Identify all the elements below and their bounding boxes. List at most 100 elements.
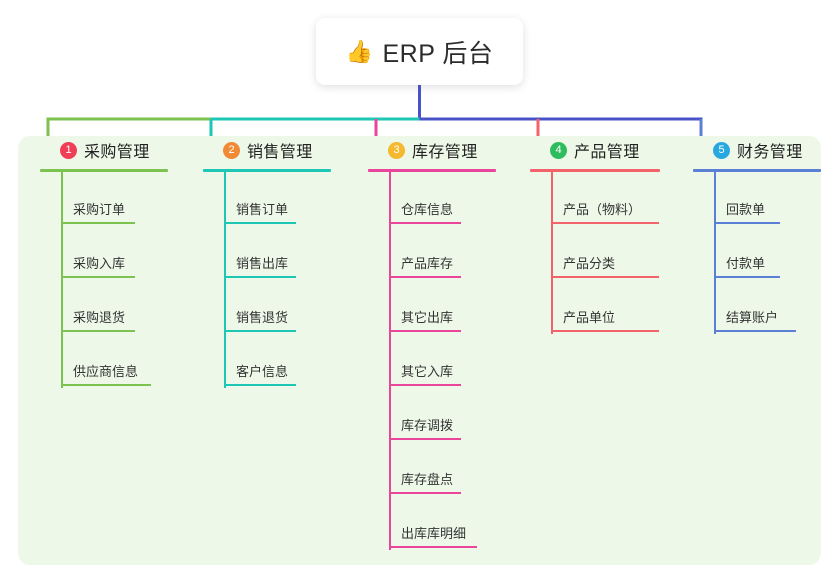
list-item-label: 销售出库 — [236, 256, 289, 271]
list-item-label: 销售退货 — [236, 310, 289, 325]
list-item-rule — [714, 276, 780, 278]
column-spine-1 — [61, 172, 63, 388]
list-item-rule — [551, 330, 659, 332]
column-rule-3 — [368, 169, 496, 172]
list-item-label: 采购订单 — [73, 202, 126, 217]
column-1: 1 采购管理采购订单采购入库采购退货供应商信息 — [40, 136, 168, 388]
list-item[interactable]: 库存调拨 — [368, 388, 496, 442]
list-item[interactable]: 产品分类 — [530, 226, 660, 280]
column-title-1: 采购管理 — [84, 144, 150, 161]
list-item-rule — [389, 438, 461, 440]
column-badge-1: 1 — [60, 141, 77, 159]
column-items-2: 销售订单销售出库销售退货客户信息 — [203, 172, 331, 388]
list-item-rule — [389, 222, 461, 224]
list-item-label: 仓库信息 — [401, 202, 454, 217]
list-item[interactable]: 销售出库 — [203, 226, 331, 280]
list-item[interactable]: 仓库信息 — [368, 172, 496, 226]
list-item-rule — [224, 330, 296, 332]
column-3: 3 库存管理仓库信息产品库存其它出库其它入库库存调拨库存盘点出库库明细 — [368, 136, 496, 550]
column-items-3: 仓库信息产品库存其它出库其它入库库存调拨库存盘点出库库明细 — [368, 172, 496, 550]
column-items-5: 回款单付款单结算账户 — [693, 172, 821, 334]
column-header-1[interactable]: 1 采购管理 — [40, 136, 168, 164]
list-item-label: 库存盘点 — [401, 472, 454, 487]
list-item[interactable]: 采购订单 — [40, 172, 168, 226]
column-header-5[interactable]: 5 财务管理 — [693, 136, 821, 164]
list-item[interactable]: 供应商信息 — [40, 334, 168, 388]
list-item[interactable]: 其它入库 — [368, 334, 496, 388]
list-item[interactable]: 采购入库 — [40, 226, 168, 280]
list-item-label: 销售订单 — [236, 202, 289, 217]
list-item-label: 结算账户 — [726, 310, 779, 325]
column-badge-3: 3 — [388, 141, 405, 159]
list-item-rule — [61, 222, 135, 224]
list-item-label: 采购退货 — [73, 310, 126, 325]
column-2: 2 销售管理销售订单销售出库销售退货客户信息 — [203, 136, 331, 388]
column-title-2: 销售管理 — [247, 144, 313, 161]
list-item-label: 产品库存 — [401, 256, 454, 271]
column-badge-4: 4 — [550, 141, 567, 159]
list-item-rule — [389, 330, 461, 332]
list-item[interactable]: 采购退货 — [40, 280, 168, 334]
column-badge-2: 2 — [223, 141, 240, 159]
list-item[interactable]: 库存盘点 — [368, 442, 496, 496]
thumbs-up-icon: 👍 — [345, 38, 374, 64]
column-spine-5 — [714, 172, 716, 334]
list-item-rule — [61, 330, 135, 332]
column-spine-3 — [389, 172, 391, 550]
column-title-4: 产品管理 — [574, 144, 640, 161]
list-item-rule — [224, 384, 296, 386]
list-item-label: 其它入库 — [401, 364, 454, 379]
list-item-label: 其它出库 — [401, 310, 454, 325]
column-badge-5: 5 — [713, 141, 730, 159]
column-items-1: 采购订单采购入库采购退货供应商信息 — [40, 172, 168, 388]
column-header-4[interactable]: 4 产品管理 — [530, 136, 660, 164]
list-item-rule — [714, 222, 780, 224]
list-item-rule — [714, 330, 796, 332]
list-item-label: 付款单 — [726, 256, 766, 271]
list-item-rule — [61, 384, 151, 386]
list-item-label: 出库库明细 — [401, 526, 467, 541]
list-item[interactable]: 其它出库 — [368, 280, 496, 334]
list-item[interactable]: 结算账户 — [693, 280, 821, 334]
column-header-3[interactable]: 3 库存管理 — [368, 136, 496, 164]
list-item[interactable]: 客户信息 — [203, 334, 331, 388]
list-item-rule — [61, 276, 135, 278]
column-rule-2 — [203, 169, 331, 172]
list-item[interactable]: 出库库明细 — [368, 496, 496, 550]
list-item-label: 回款单 — [726, 202, 766, 217]
column-title-5: 财务管理 — [737, 144, 803, 161]
list-item-label: 产品单位 — [563, 310, 616, 325]
list-item[interactable]: 产品库存 — [368, 226, 496, 280]
list-item[interactable]: 产品单位 — [530, 280, 660, 334]
list-item-label: 产品（物料） — [563, 202, 642, 217]
list-item-label: 产品分类 — [563, 256, 616, 271]
column-rule-5 — [693, 169, 821, 172]
column-spine-2 — [224, 172, 226, 388]
list-item-rule — [224, 276, 296, 278]
column-rule-1 — [40, 169, 168, 172]
root-title-text: ERP 后台 — [382, 39, 494, 68]
list-item[interactable]: 付款单 — [693, 226, 821, 280]
root-node-label: 👍 ERP 后台 — [346, 34, 494, 70]
column-5: 5 财务管理回款单付款单结算账户 — [693, 136, 821, 334]
list-item[interactable]: 回款单 — [693, 172, 821, 226]
list-item-label: 库存调拨 — [401, 418, 454, 433]
list-item[interactable]: 销售退货 — [203, 280, 331, 334]
list-item-label: 客户信息 — [236, 364, 289, 379]
list-item-rule — [389, 384, 461, 386]
column-4: 4 产品管理产品（物料） 产品分类产品单位 — [530, 136, 660, 334]
column-title-3: 库存管理 — [412, 144, 478, 161]
list-item[interactable]: 销售订单 — [203, 172, 331, 226]
column-rule-4 — [530, 169, 660, 172]
list-item-rule — [389, 492, 461, 494]
column-spine-4 — [551, 172, 553, 334]
list-item[interactable]: 产品（物料） — [530, 172, 660, 226]
list-item-label: 供应商信息 — [73, 364, 139, 379]
list-item-rule — [389, 546, 477, 548]
list-item-rule — [551, 222, 659, 224]
mindmap-card: 1 采购管理采购订单采购入库采购退货供应商信息 2 销售管理销售订单销售出库销售退货客… — [18, 136, 821, 565]
root-node[interactable]: 👍 ERP 后台 — [316, 18, 523, 85]
column-header-2[interactable]: 2 销售管理 — [203, 136, 331, 164]
list-item-rule — [224, 222, 296, 224]
list-item-rule — [551, 276, 659, 278]
